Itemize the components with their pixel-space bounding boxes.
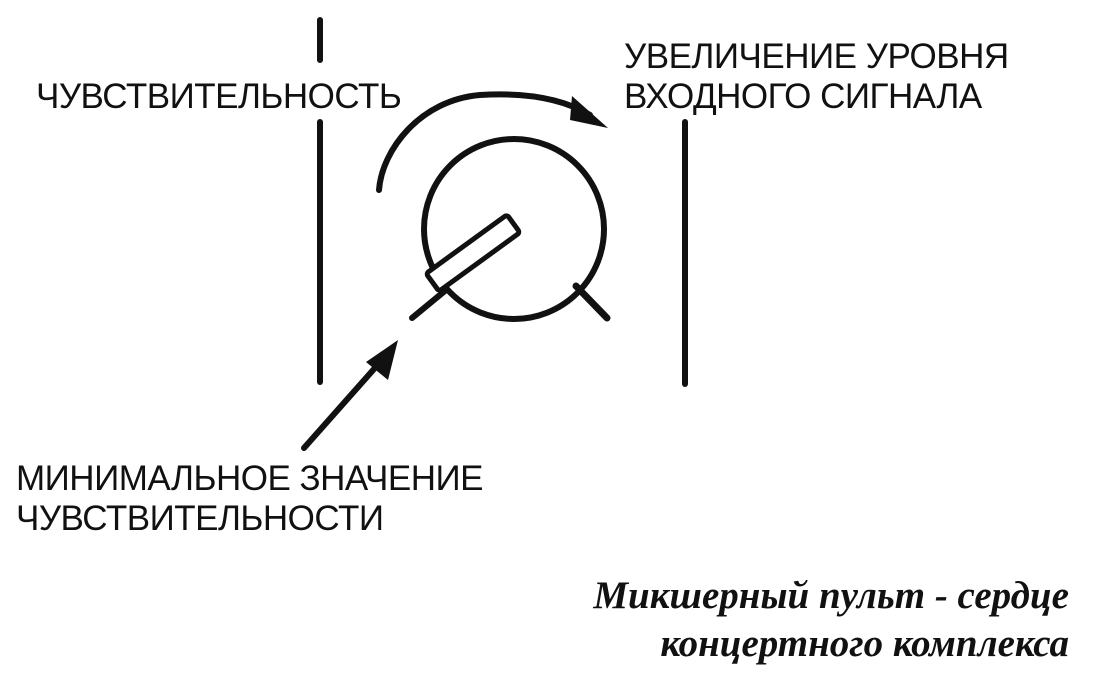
sensitivity-label: ЧУВСТВИТЕЛЬНОСТЬ: [36, 77, 402, 117]
rotation-arrowhead: [570, 96, 608, 128]
pointer-arrowhead: [366, 340, 398, 380]
minimum-marker-line: [409, 287, 449, 321]
caption-line2: концертного комплекса: [660, 622, 1069, 665]
minimum-sensitivity-label-line2: ЧУВСТВИТЕЛЬНОСТИ: [16, 499, 384, 538]
increase-signal-label-line2: ВХОДНОГО СИГНАЛА: [624, 77, 982, 116]
curved-arrow-icon: [376, 91, 608, 193]
sensitivity-label-text: ЧУВСТВИТЕЛЬНОСТЬ: [36, 77, 402, 116]
caption-line1: Микшерный пульт - сердце: [593, 574, 1069, 617]
increase-signal-label-line1: УВЕЛИЧЕНИЕ УРОВНЯ: [624, 37, 1009, 76]
increase-signal-label: УВЕЛИЧЕНИЕ УРОВНЯ ВХОДНОГО СИГНАЛА: [624, 37, 1009, 117]
knob-handle: [572, 282, 611, 322]
straight-arrow-icon: [301, 340, 398, 451]
figure-caption: Микшерный пульт - сердце концертного ком…: [593, 572, 1069, 668]
rotation-arc: [376, 91, 593, 193]
minimum-sensitivity-label-line1: МИНИМАЛЬНОЕ ЗНАЧЕНИЕ: [16, 459, 484, 498]
pointer-arrow-shaft: [301, 357, 385, 451]
minimum-sensitivity-label: МИНИМАЛЬНОЕ ЗНАЧЕНИЕ ЧУВСТВИТЕЛЬНОСТИ: [16, 459, 484, 539]
knob-pointer-slot: [424, 213, 522, 293]
rotary-knob-icon: [409, 136, 611, 322]
